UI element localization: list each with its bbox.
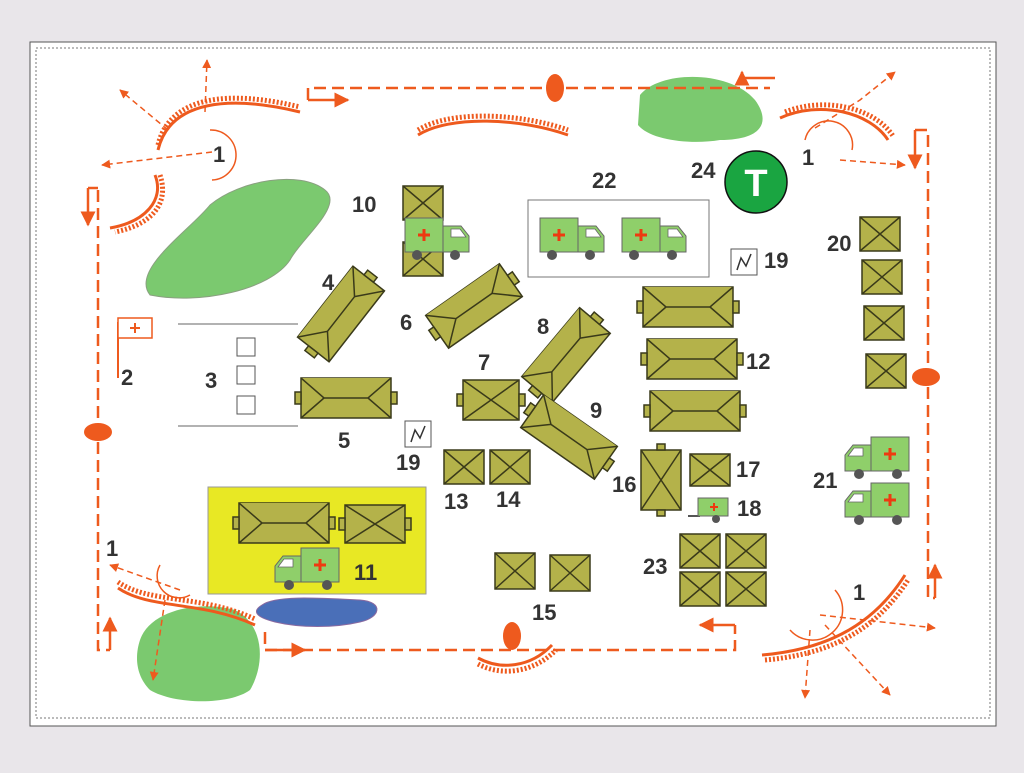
label-5: 5 [338, 428, 350, 453]
label-19-left: 19 [396, 450, 420, 475]
tent-icon [232, 262, 747, 544]
label-8: 8 [537, 314, 549, 339]
label-20: 20 [827, 231, 851, 256]
label-14: 14 [496, 487, 521, 512]
checkpoint-icon [84, 74, 940, 650]
label-16: 16 [612, 472, 636, 497]
badge-icon: T [724, 150, 788, 214]
inner-frame [35, 47, 991, 719]
label-1-bottom-right: 1 [853, 580, 865, 605]
label-6: 6 [400, 310, 412, 335]
signal-icon [404, 248, 758, 448]
label-11: 11 [354, 560, 377, 585]
trailer-icon [688, 497, 729, 523]
flag-icon [117, 317, 153, 378]
badge-letter: T [744, 163, 767, 205]
perimeter-arrows [80, 70, 943, 658]
trench-lines [109, 95, 911, 674]
label-3: 3 [205, 368, 217, 393]
label-21: 21 [813, 468, 837, 493]
label-1-top-right: 1 [802, 145, 814, 170]
label-23: 23 [643, 554, 667, 579]
label-4: 4 [322, 270, 335, 295]
label-17: 17 [736, 457, 760, 482]
perimeter-route [88, 86, 935, 652]
label-18: 18 [737, 496, 761, 521]
water-body [255, 597, 378, 627]
label-24: 24 [691, 158, 716, 183]
diagram-labels: 1 1 1 1 2 3 4 5 6 7 8 9 10 11 12 13 14 1… [106, 142, 865, 625]
label-2: 2 [121, 365, 133, 390]
parking-area [178, 323, 298, 427]
label-10: 10 [352, 192, 376, 217]
label-19-right: 19 [764, 248, 788, 273]
label-1-top-left: 1 [213, 142, 225, 167]
label-22: 22 [592, 168, 616, 193]
observation-rays [101, 59, 936, 699]
label-7: 7 [478, 350, 490, 375]
forest-area [137, 76, 763, 702]
label-13: 13 [444, 489, 468, 514]
label-9: 9 [590, 398, 602, 423]
label-12: 12 [746, 349, 770, 374]
label-15: 15 [532, 600, 556, 625]
small-tent-icon [338, 185, 907, 607]
label-1-bottom-left: 1 [106, 536, 118, 561]
